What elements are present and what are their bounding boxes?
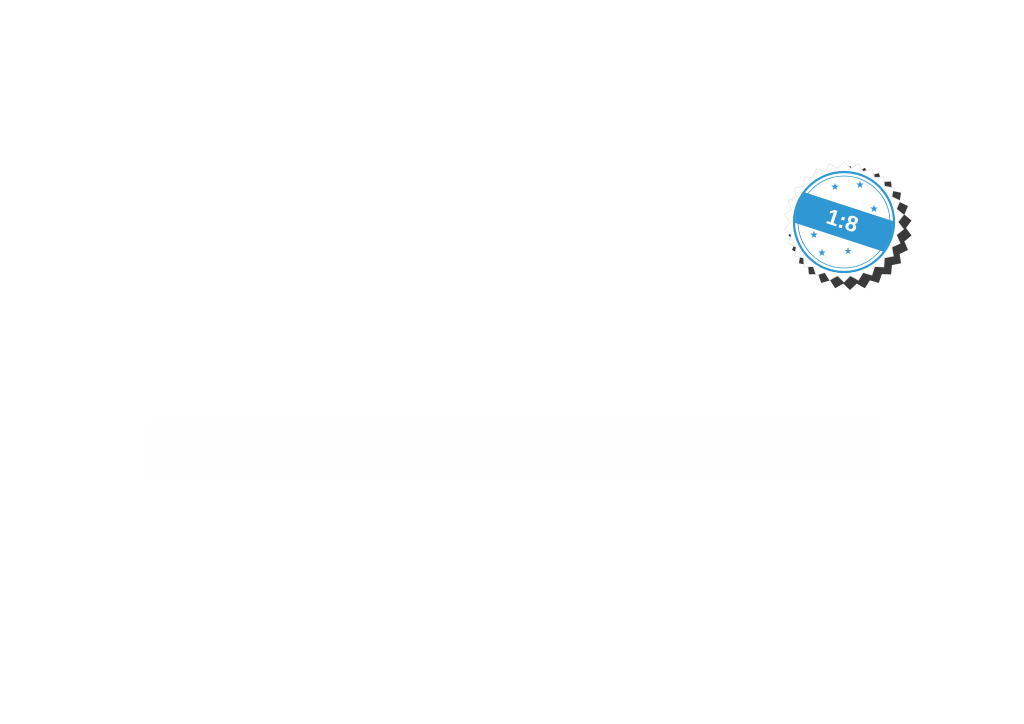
ratio-badge-graphic: ★ ★ ★ ★ ★ ★ 1:8 <box>783 161 912 290</box>
star-icon: ★ <box>818 248 827 259</box>
star-icon: ★ <box>870 204 879 215</box>
ratio-badge: ★ ★ ★ ★ ★ ★ 1:8 <box>776 156 920 300</box>
ghost-text-line <box>150 420 880 480</box>
badge-band <box>795 187 893 257</box>
star-icon: ★ <box>831 182 840 193</box>
star-icon: ★ <box>810 230 819 241</box>
badge-band-group <box>795 187 893 257</box>
badge-stars: ★ ★ ★ ★ ★ ★ <box>810 180 879 259</box>
star-icon: ★ <box>844 247 852 257</box>
star-icon: ★ <box>856 180 865 191</box>
